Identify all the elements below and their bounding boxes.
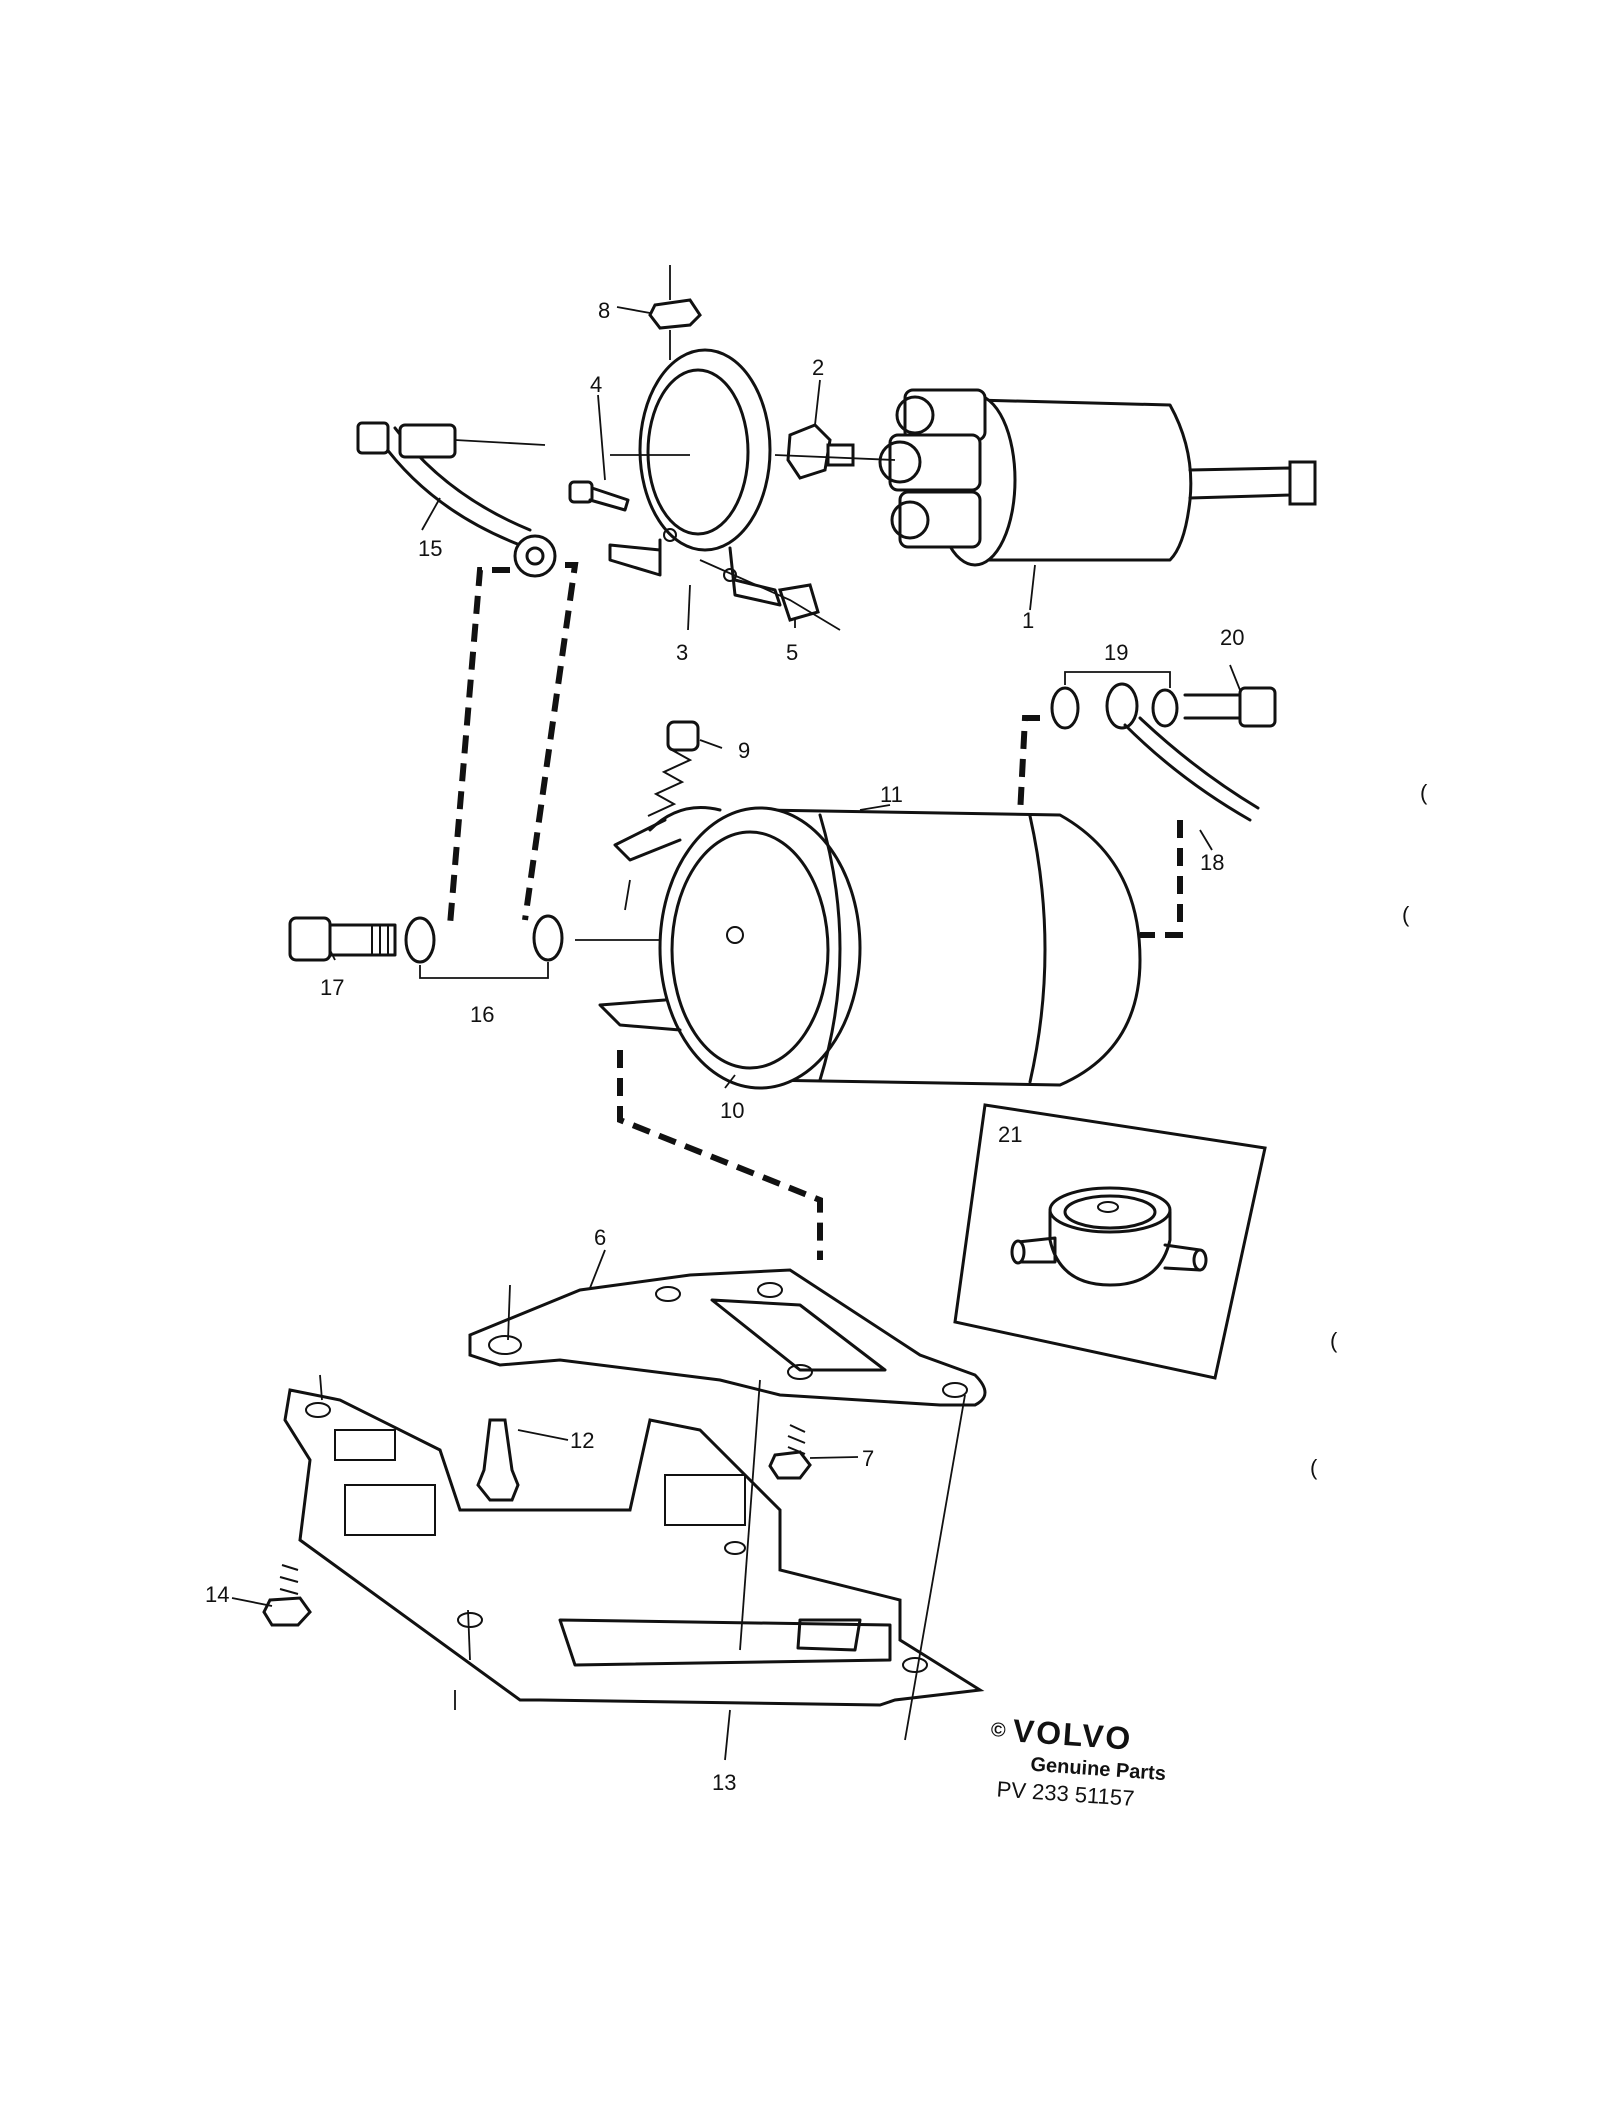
nut-part-8: [648, 298, 702, 330]
edge-mark-3: (: [1330, 1328, 1338, 1353]
callout-7: 7: [862, 1446, 874, 1471]
bolt-part-17: [288, 916, 397, 962]
pressure-regulator-part-21: [1010, 1186, 1208, 1287]
brand-name: VOLVO: [1012, 1712, 1134, 1756]
square-nut-part-5: [778, 583, 820, 622]
edge-mark-4: (: [1310, 1455, 1318, 1480]
callout-12: 12: [570, 1428, 594, 1453]
callout-9: 9: [738, 738, 750, 763]
washer-part-16-a: [404, 916, 436, 964]
callout-18: 18: [1200, 850, 1224, 875]
screw-part-4: [568, 480, 630, 512]
volvo-logo: © VOLVO Genuine Parts PV 233 51157: [990, 1712, 1166, 1811]
callout-8: 8: [598, 298, 610, 323]
callout-19: 19: [1104, 640, 1128, 665]
callout-10: 10: [720, 1098, 744, 1123]
assembly-line-e: [1140, 820, 1183, 938]
callout-15: 15: [418, 536, 442, 561]
screw-part-7: [768, 1424, 812, 1480]
fuel-filter-part-1: [878, 388, 1317, 567]
callout-6: 6: [594, 1225, 606, 1250]
screw-part-9: [647, 720, 700, 817]
fuel-pump-part-11: [598, 806, 1142, 1090]
assembly-line-c: [617, 1050, 823, 1260]
assembly-line-b: [522, 562, 579, 921]
inset-part-21: 21: [953, 1103, 1267, 1380]
svg-text:©: ©: [990, 1719, 1006, 1742]
callout-13: 13: [712, 1770, 736, 1795]
base-bracket-part-13: [283, 1388, 985, 1707]
bolt-part-20: [1183, 686, 1277, 728]
assembly-line-d: [1017, 715, 1040, 816]
assembly-line-a: [447, 567, 510, 926]
callout-11: 11: [880, 782, 903, 807]
callout-21: 21: [998, 1122, 1022, 1147]
edge-mark-1: (: [1420, 780, 1428, 805]
mounting-plate-part-6: [468, 1268, 987, 1407]
hose-part-18: [1123, 723, 1252, 822]
callout-17: 17: [320, 975, 344, 1000]
callout-2: 2: [812, 355, 824, 380]
washer-part-16-b: [532, 914, 564, 962]
screw-part-14: [262, 1564, 312, 1627]
nipple-part-2: [786, 423, 855, 480]
callout-1: 1: [1022, 608, 1034, 633]
callout-3: 3: [676, 640, 688, 665]
callout-14: 14: [205, 1582, 229, 1607]
part-number: PV 233 51157: [996, 1776, 1135, 1811]
edge-mark-2: (: [1402, 902, 1410, 927]
callout-16: 16: [470, 1002, 494, 1027]
callout-5: 5: [786, 640, 798, 665]
rubber-grommet-part-12: [476, 1418, 520, 1502]
callout-4: 4: [590, 372, 602, 397]
clamp-bracket-part-3: [608, 348, 782, 607]
banjo-connector-part-19: [1050, 671, 1179, 730]
hose-part-15: [356, 421, 557, 578]
callout-20: 20: [1220, 625, 1244, 650]
